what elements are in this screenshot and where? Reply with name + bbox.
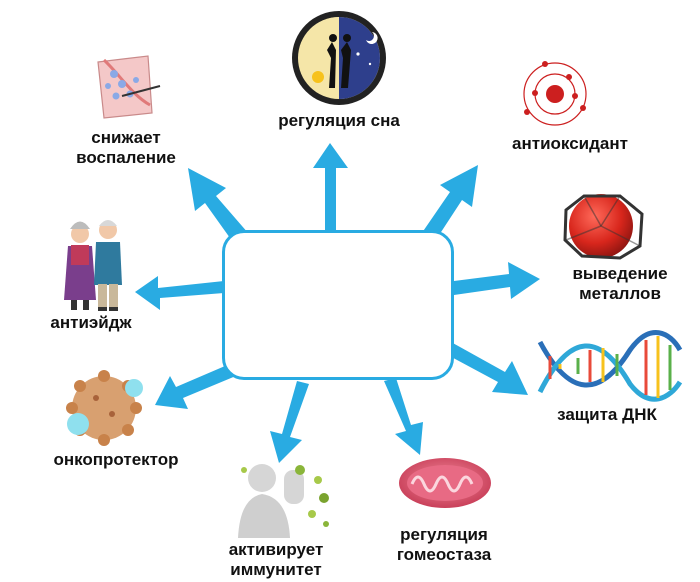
label-sleep: регуляция сна xyxy=(278,111,400,130)
inflammation-icon xyxy=(97,55,161,119)
label-antiage: антиэйдж xyxy=(50,313,132,332)
arrows xyxy=(135,143,540,463)
label-homeostasis-line2: гомеостаза xyxy=(396,545,492,564)
label-inflammation-line1: снижает xyxy=(91,128,161,147)
immunity-figure-icon xyxy=(238,464,329,538)
label-immunity-line2: иммунитет xyxy=(230,560,322,579)
arrow-up xyxy=(313,143,348,232)
label-metals-line1: выведение xyxy=(572,264,668,283)
label-oncoprotector: онкопротектор xyxy=(53,450,179,469)
arrow-right xyxy=(454,262,540,299)
label-metals-line2: металлов xyxy=(579,284,661,303)
label-dna: защита ДНК xyxy=(557,405,657,424)
label-inflammation-line2: воспаление xyxy=(76,148,176,167)
center-box xyxy=(222,230,454,380)
mitochondrion-icon xyxy=(399,458,491,508)
label-metals: выведение металлов xyxy=(551,264,689,304)
arrow-down-left xyxy=(155,363,243,409)
label-immunity: активирует иммунитет xyxy=(210,540,342,580)
clock-icon xyxy=(292,11,386,105)
label-homeostasis-line1: регуляция xyxy=(400,525,488,544)
dna-icon xyxy=(537,330,683,402)
label-homeostasis: регуляция гомеостаза xyxy=(378,525,510,565)
arrow-down-right xyxy=(444,342,528,395)
elderly-couple-icon xyxy=(64,220,122,311)
cancer-cell-icon xyxy=(66,370,143,446)
arrow-down-center-right xyxy=(384,378,423,455)
arrow-left xyxy=(135,276,224,310)
arrow-down-center-left xyxy=(270,381,309,463)
label-inflammation: снижает воспаление xyxy=(52,128,200,168)
atom-icon xyxy=(523,61,587,126)
label-antioxidant: антиоксидант xyxy=(512,134,628,153)
label-immunity-line1: активирует xyxy=(228,540,324,559)
metal-cluster-icon xyxy=(563,194,644,260)
